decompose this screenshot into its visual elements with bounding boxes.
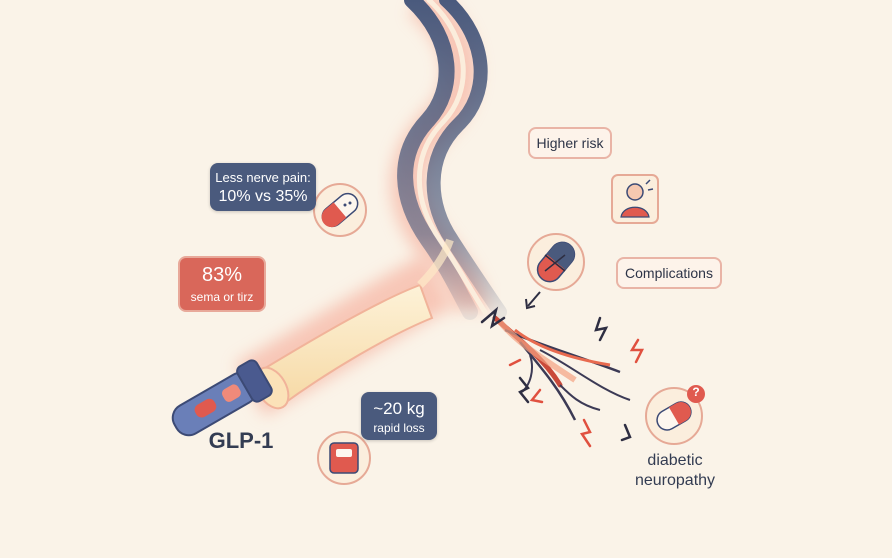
weight-caption: rapid loss <box>373 421 425 435</box>
pain-spark-icons <box>480 306 645 448</box>
drug-name: GLP-1 <box>208 428 274 453</box>
weight-value: ~20 kg <box>373 399 425 418</box>
weight-label: ~20 kg rapid loss <box>361 392 437 440</box>
question-mark: ? <box>692 385 700 399</box>
arrow-icon <box>525 291 541 310</box>
nerve-pain-value: 10% vs 35% <box>218 188 308 205</box>
percent-label: 83% sema or tirz <box>178 256 266 312</box>
nerve-bundle <box>397 0 507 320</box>
percent-caption: sema or tirz <box>190 290 254 304</box>
nerve-pain-title: Less nerve pain: <box>215 170 311 185</box>
condition-line2: neuropathy <box>634 472 716 489</box>
person-worried-icon <box>611 174 659 224</box>
syringe-pen-icon <box>171 359 273 437</box>
complications-label: Complications <box>616 257 722 289</box>
damaged-nerve-endings <box>492 315 631 421</box>
pill-smiley-icon <box>313 183 367 237</box>
nerve-pain-icon <box>645 385 705 445</box>
myelin-sheath <box>254 238 454 410</box>
nerve-pain-label: Less nerve pain: 10% vs 35% <box>210 163 316 211</box>
condition-line1: diabetic <box>647 452 703 469</box>
scale-icon <box>317 431 371 485</box>
higher-risk-label: Higher risk <box>528 127 612 159</box>
condition-label: diabetic neuropathy <box>622 452 728 490</box>
percent-value: 83% <box>201 264 243 286</box>
broken-pill-icon <box>527 233 585 291</box>
